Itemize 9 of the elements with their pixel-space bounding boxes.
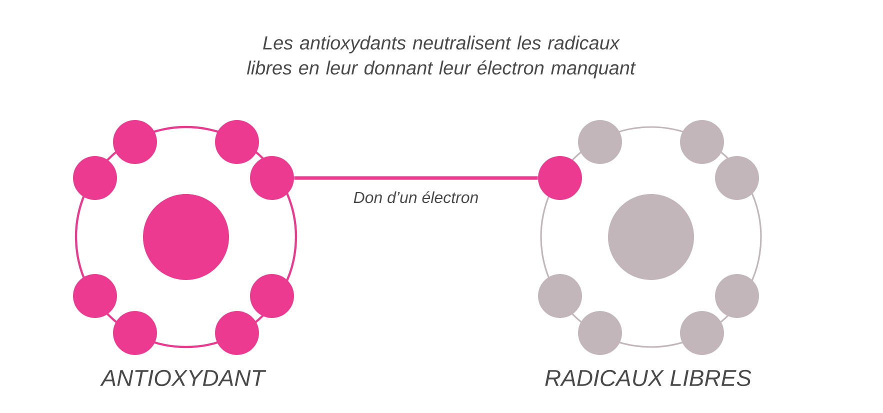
title: Les antioxydants neutralisent les radicaux libres en leur donnant leur électron manquant [246,36,636,78]
node-label: ANTIOXYDANT [100,370,266,386]
node-label: RADICAUX LIBRES [545,370,752,386]
electron [538,156,582,200]
connector-line [294,176,538,180]
electron [250,156,294,200]
edge-label: Don d’un électron [352,190,480,204]
atom-drawing: ANTIOXYDANT [73,120,298,386]
atom-drawing: RADICAUX LIBRES [538,120,762,386]
